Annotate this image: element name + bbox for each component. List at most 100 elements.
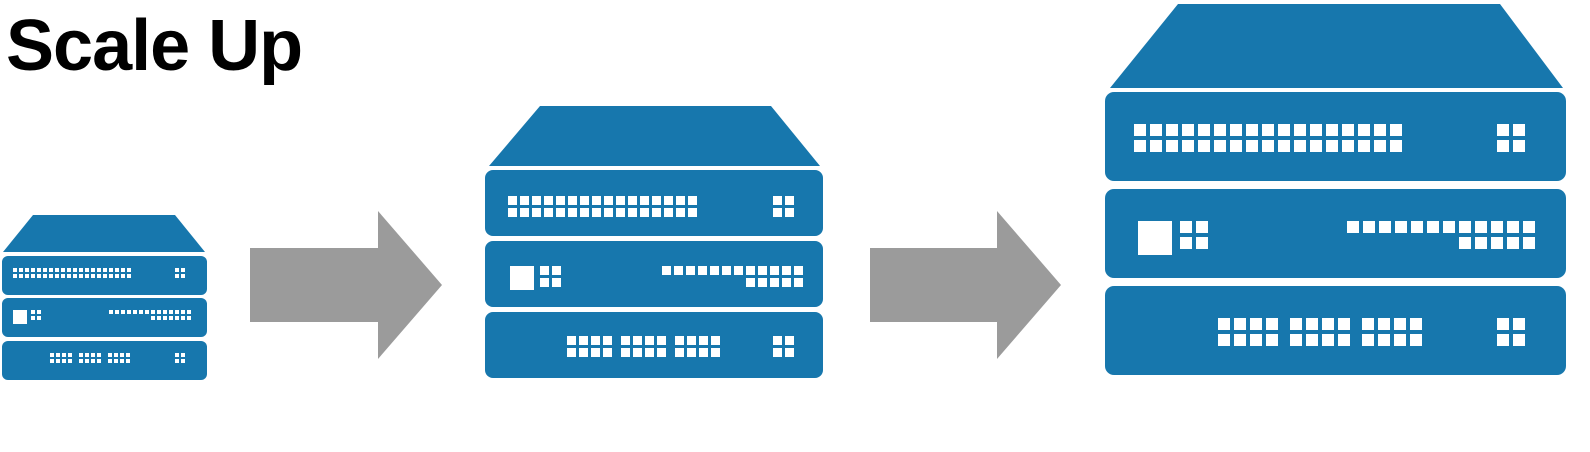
port — [580, 208, 589, 217]
status-panel — [510, 266, 534, 290]
port — [710, 266, 719, 275]
port — [1378, 334, 1390, 346]
port — [773, 336, 782, 345]
port — [1294, 124, 1306, 136]
port — [103, 274, 107, 278]
port — [1443, 221, 1455, 233]
port — [62, 359, 66, 363]
port — [73, 268, 77, 272]
port — [1497, 124, 1509, 136]
port — [151, 316, 155, 320]
medium-server-stack — [485, 106, 823, 378]
port — [616, 196, 625, 205]
medium-server-ports — [508, 196, 803, 357]
port — [115, 268, 119, 272]
port — [181, 268, 185, 272]
port — [126, 353, 130, 357]
port — [556, 196, 565, 205]
port — [664, 196, 673, 205]
port — [604, 196, 613, 205]
small-server-unit-3 — [2, 341, 207, 380]
port — [151, 310, 155, 314]
port — [50, 359, 54, 363]
port — [698, 266, 707, 275]
port — [1513, 318, 1525, 330]
port — [674, 266, 683, 275]
port — [1230, 124, 1242, 136]
medium-server-unit-2 — [485, 241, 823, 307]
port — [664, 208, 673, 217]
port — [1218, 334, 1230, 346]
port — [746, 266, 755, 275]
port — [67, 274, 71, 278]
port — [640, 208, 649, 217]
port — [711, 336, 720, 345]
port — [1246, 124, 1258, 136]
port — [688, 196, 697, 205]
port — [785, 208, 794, 217]
port — [25, 268, 29, 272]
port — [532, 208, 541, 217]
port — [1306, 318, 1318, 330]
port — [31, 310, 35, 314]
port — [1322, 334, 1334, 346]
port — [657, 348, 666, 357]
port — [1513, 140, 1525, 152]
port — [773, 348, 782, 357]
port — [91, 359, 95, 363]
port — [79, 274, 83, 278]
port — [127, 274, 131, 278]
port — [675, 348, 684, 357]
status-panel — [13, 310, 27, 324]
port — [91, 274, 95, 278]
port — [645, 336, 654, 345]
port — [1507, 221, 1519, 233]
port — [121, 274, 125, 278]
port — [1394, 318, 1406, 330]
port — [37, 310, 41, 314]
diagram-title: Scale Up — [6, 6, 303, 86]
port — [508, 208, 517, 217]
port — [1250, 334, 1262, 346]
port — [1278, 140, 1290, 152]
port — [175, 359, 179, 363]
port — [603, 336, 612, 345]
port — [181, 274, 185, 278]
port — [127, 268, 131, 272]
port — [1230, 140, 1242, 152]
port — [1294, 140, 1306, 152]
port — [68, 353, 72, 357]
port — [699, 336, 708, 345]
small-server-ports — [13, 268, 191, 363]
port — [1358, 140, 1370, 152]
port — [175, 316, 179, 320]
port — [592, 196, 601, 205]
large-server-unit-2 — [1105, 189, 1566, 278]
port — [544, 208, 553, 217]
port — [1198, 140, 1210, 152]
port — [31, 316, 35, 320]
port — [1196, 221, 1208, 233]
port — [1497, 334, 1509, 346]
port — [746, 278, 755, 287]
port — [633, 348, 642, 357]
port — [1218, 318, 1230, 330]
port — [139, 310, 143, 314]
large-server-unit-1 — [1105, 92, 1566, 181]
port — [616, 208, 625, 217]
port — [19, 274, 23, 278]
port — [580, 196, 589, 205]
port — [56, 353, 60, 357]
port — [97, 353, 101, 357]
port — [1491, 237, 1503, 249]
port — [1180, 221, 1192, 233]
port — [1363, 221, 1375, 233]
port — [508, 196, 517, 205]
port — [628, 196, 637, 205]
port — [97, 359, 101, 363]
port — [785, 336, 794, 345]
port — [645, 348, 654, 357]
port — [1347, 221, 1359, 233]
port — [758, 266, 767, 275]
